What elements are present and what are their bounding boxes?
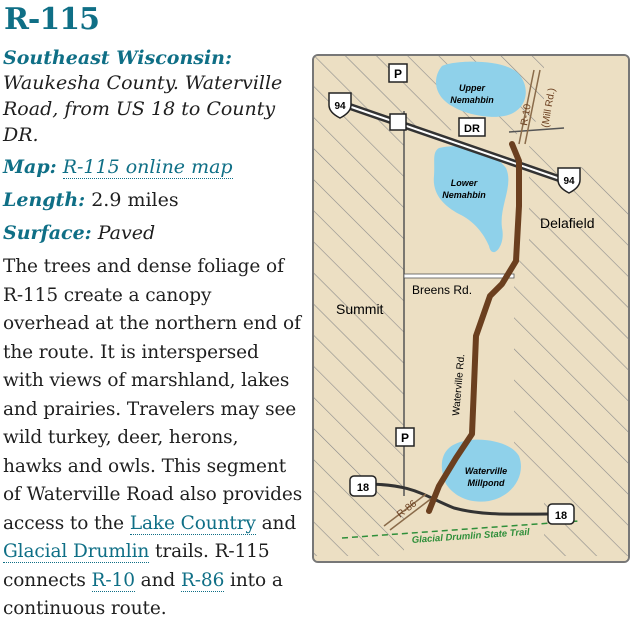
waterville-road-label: Waterville Rd.: [451, 354, 467, 417]
road-to-delafield: [508, 127, 565, 133]
r10-road: [518, 69, 535, 145]
r10-link[interactable]: R-10: [91, 569, 135, 592]
map-label: Map:: [3, 156, 57, 178]
summit-label: Summit: [336, 301, 384, 317]
parking-label-north: P: [394, 67, 402, 81]
page-title: R-115: [4, 2, 100, 37]
lower-nemahbin-label-1: Lower: [451, 178, 478, 188]
length-field: Length: 2.9 miles: [3, 187, 303, 213]
length-label: Length:: [3, 189, 86, 211]
glacial-drumlin-link[interactable]: Glacial Drumlin: [3, 541, 150, 563]
parking-icon-south: P: [395, 427, 415, 447]
r86-road: [383, 493, 427, 527]
surface-field: Surface: Paved: [3, 220, 303, 246]
us-18-label-west: 18: [357, 482, 369, 494]
lower-nemahbin-lake: [433, 146, 509, 253]
interstate-94-label-west: 94: [334, 101, 346, 112]
upper-nemahbin-label-1: Upper: [459, 83, 486, 93]
region-heading: Southeast Wisconsin:: [3, 47, 233, 69]
breens-road-label: Breens Rd.: [412, 283, 472, 297]
interstate-94-label-east: 94: [563, 176, 575, 187]
interstate-94-median: [333, 100, 567, 182]
route-description: The trees and dense foliage of R-115 cre…: [3, 253, 303, 624]
desc-text-2: and: [255, 512, 297, 534]
breens-road: [403, 273, 515, 279]
desc-text-3: trails. R-115 connects: [3, 541, 270, 591]
us-18-label-east: 18: [555, 510, 567, 522]
upper-nemahbin-label-2: Nemahbin: [450, 95, 494, 105]
info-column: Southeast Wisconsin: Waukesha County. Wa…: [3, 46, 303, 624]
map-field: Map: R-115 online map: [3, 154, 303, 180]
route-map: 94 94 18 18 DR P P Upper Nemahbin: [312, 54, 630, 563]
r86-link[interactable]: R-86: [180, 569, 225, 592]
delafield-area: [514, 146, 628, 556]
upper-nemahbin-lake: [436, 61, 526, 117]
desc-text-1: The trees and dense foliage of R-115 cre…: [3, 256, 303, 534]
interchange-marker: [389, 113, 407, 131]
parking-label-south: P: [401, 431, 409, 445]
us-18-shield-west: 18: [349, 475, 377, 497]
interstate-94-shield-east: 94: [557, 167, 581, 194]
summit-area: [314, 56, 544, 556]
r10-road-edge: [524, 69, 541, 145]
millpond-label-2: Millpond: [468, 478, 505, 488]
r10-label: R-10: [519, 103, 534, 127]
county-dr-label: DR: [464, 123, 480, 135]
map-link[interactable]: R-115 online map: [62, 156, 233, 179]
us-18-shield-east: 18: [547, 503, 575, 525]
parking-icon-north: P: [388, 63, 408, 83]
surface-value: Paved: [97, 222, 156, 244]
region-detail: Waukesha County. Waterville Road, from U…: [3, 72, 283, 146]
interstate-94-shield-west: 94: [328, 92, 352, 119]
us-18-road: [363, 482, 550, 516]
millpond-label-1: Waterville: [465, 466, 507, 476]
waterville-millpond: [441, 439, 521, 502]
lake-country-link[interactable]: Lake Country: [129, 512, 256, 535]
length-value: 2.9 miles: [91, 189, 179, 211]
surface-label: Surface:: [3, 222, 92, 244]
r86-road-edge: [389, 497, 433, 531]
delafield-label: Delafield: [540, 215, 594, 231]
route-map-svg: 94 94 18 18 DR P P Upper Nemahbin: [314, 56, 628, 561]
county-dr-marker: DR: [458, 117, 486, 137]
lower-nemahbin-label-2: Nemahbin: [442, 190, 486, 200]
waterville-road-route: [426, 141, 522, 514]
desc-text-4: and: [134, 569, 181, 591]
